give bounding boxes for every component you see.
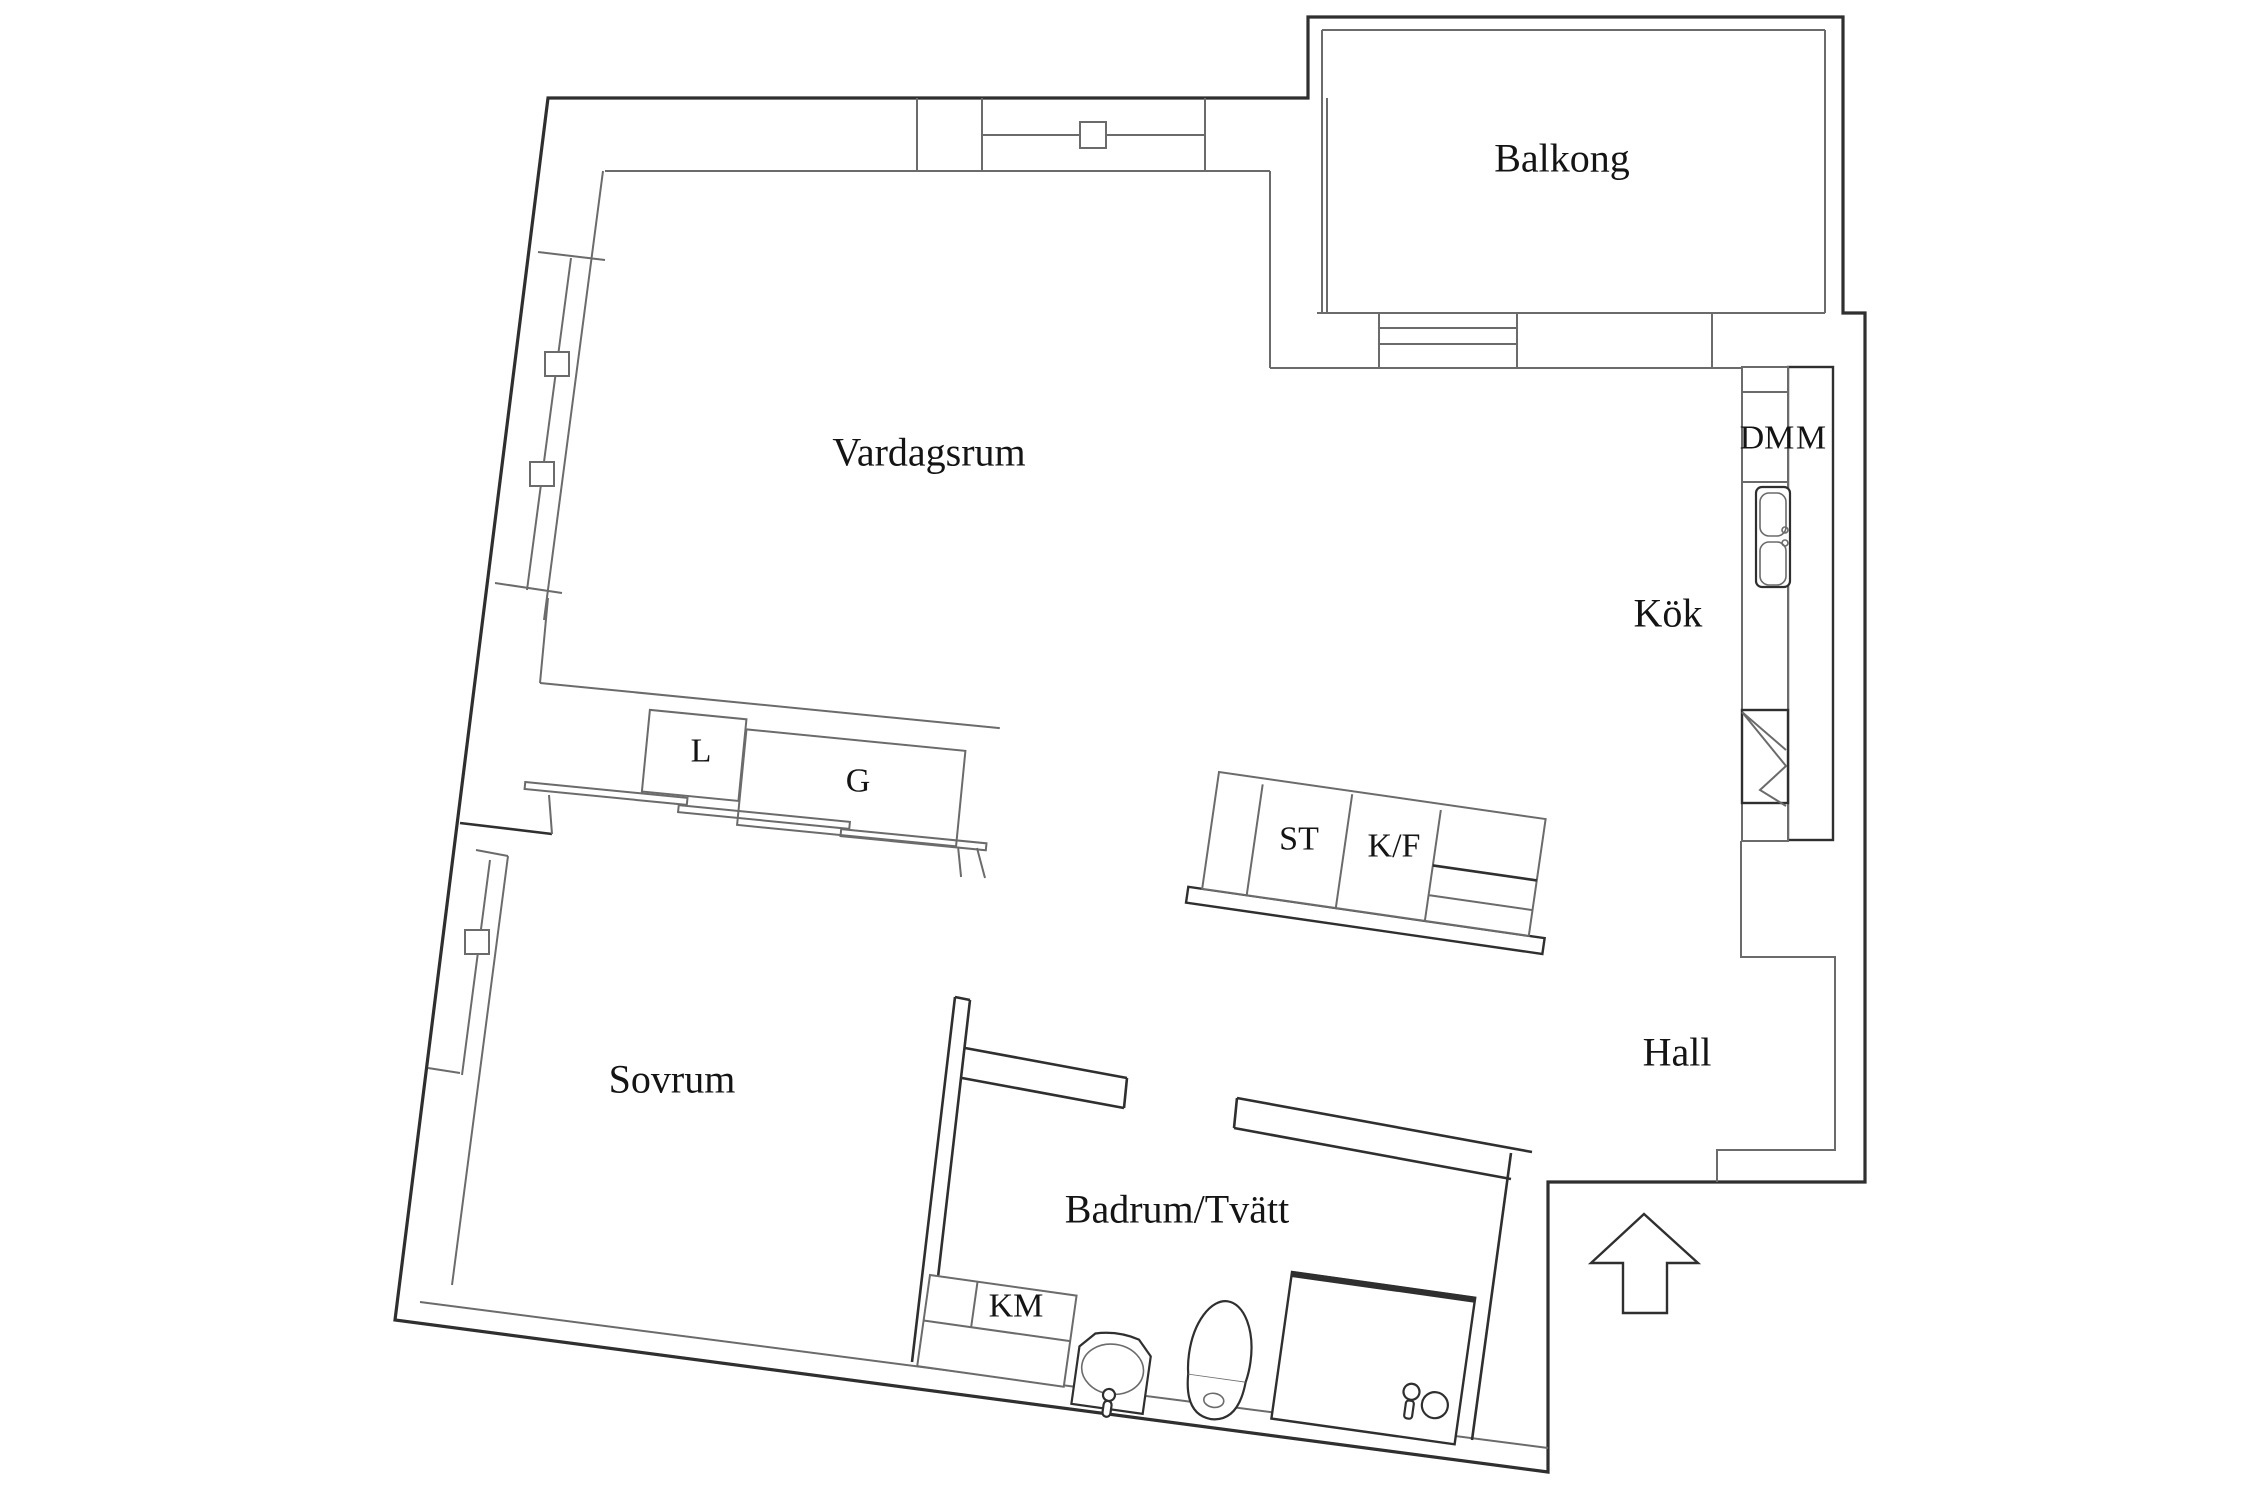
hall-niche-walls bbox=[1716, 841, 1836, 1182]
window-marker-icon bbox=[529, 461, 555, 487]
shower-screen bbox=[1291, 1271, 1476, 1303]
outer-wall-path bbox=[393, 15, 1867, 1474]
kitchen-tall-cabinets bbox=[1786, 365, 1835, 842]
washing-machine: KM bbox=[916, 1273, 1078, 1388]
sink-faucet-dot bbox=[1781, 526, 1789, 534]
bathroom-north-wall-left bbox=[961, 1046, 1129, 1110]
balcony: Balkong bbox=[1321, 29, 1826, 313]
fridge-freezer-label: K/F bbox=[1368, 828, 1421, 865]
bathroom-east-wall bbox=[1470, 1152, 1513, 1441]
stove-icon bbox=[1740, 708, 1790, 805]
left-wall-living bbox=[494, 170, 606, 684]
balcony-label: Balkong bbox=[1494, 136, 1630, 181]
linen-closet-label: L bbox=[691, 733, 712, 770]
washbasin bbox=[1070, 1331, 1152, 1418]
shower-mixer-icon bbox=[1402, 1382, 1421, 1401]
bedroom-label: Sovrum bbox=[609, 1057, 736, 1102]
sliding-doors bbox=[523, 780, 988, 878]
bathroom-label: Badrum/Tvätt bbox=[1065, 1187, 1289, 1232]
toilet bbox=[1186, 1300, 1253, 1421]
bathroom: Badrum/Tvätt bbox=[910, 995, 1533, 1441]
toilet-flush bbox=[1203, 1392, 1225, 1409]
shower-mixer-stem bbox=[1403, 1399, 1415, 1420]
shower bbox=[1270, 1270, 1477, 1446]
kitchen-sink-icon bbox=[1754, 485, 1792, 589]
entrance-arrow-icon bbox=[1587, 1212, 1702, 1315]
island-dark-divider bbox=[1432, 864, 1537, 882]
sink-faucet-dot bbox=[1781, 539, 1789, 547]
cleaning-closet-label: ST bbox=[1279, 821, 1319, 858]
washing-machine-dividers bbox=[923, 1281, 1071, 1343]
north-wall bbox=[1269, 98, 1825, 369]
bedroom: Sovrum bbox=[427, 794, 986, 1286]
bedroom-wall-stub bbox=[548, 794, 986, 879]
storage-island: ST K/F bbox=[1184, 770, 1547, 956]
island-outline bbox=[1201, 770, 1547, 937]
bedroom-left-wall-lines bbox=[427, 849, 509, 1286]
closet-back-wall bbox=[539, 682, 1000, 730]
window-marker-icon bbox=[544, 351, 570, 377]
window-marker-icon bbox=[464, 929, 490, 955]
kitchen-label: Kök bbox=[1634, 591, 1703, 636]
closet-band-geometry bbox=[523, 682, 1000, 878]
stove-symbol-lines bbox=[1741, 711, 1788, 807]
storage-island-geometry bbox=[1184, 770, 1547, 956]
bedroom-top-wall bbox=[459, 821, 553, 836]
balcony-railing bbox=[1321, 29, 1826, 313]
north-wall-lines bbox=[1269, 98, 1825, 369]
balcony-door-icon bbox=[1378, 313, 1518, 368]
hall-label: Hall bbox=[1643, 1030, 1712, 1075]
washbasin-pedestal bbox=[1070, 1331, 1152, 1416]
dishwasher-label: DM bbox=[1740, 420, 1795, 457]
sink-bowl-bottom bbox=[1759, 541, 1787, 586]
washbasin-drain bbox=[1101, 1399, 1113, 1418]
window-marker-icon bbox=[1079, 121, 1107, 149]
hall: Hall bbox=[1587, 1030, 1712, 1315]
washing-machine-box bbox=[916, 1273, 1078, 1388]
shower-drain-icon bbox=[1420, 1391, 1449, 1420]
toilet-base bbox=[1186, 1374, 1247, 1421]
top-wall bbox=[605, 98, 1270, 172]
washing-machine-label: KM bbox=[989, 1288, 1044, 1325]
island-dividers bbox=[1245, 784, 1533, 922]
left-wall-lines bbox=[494, 170, 606, 684]
top-wall-lines bbox=[605, 98, 1270, 172]
sink-bowl-top bbox=[1759, 492, 1787, 537]
wardrobe-label: G bbox=[846, 763, 871, 800]
kitchen: Kök DM M bbox=[1634, 365, 1836, 1182]
kitchen-counter-dividers bbox=[1742, 391, 1788, 842]
bathroom-north-wall-right bbox=[1232, 1096, 1533, 1181]
washbasin-faucet-icon bbox=[1101, 1387, 1117, 1403]
living-room-label: Vardagsrum bbox=[832, 430, 1025, 475]
closet-band: L G bbox=[523, 682, 1000, 878]
microwave-label: M bbox=[1796, 420, 1826, 457]
